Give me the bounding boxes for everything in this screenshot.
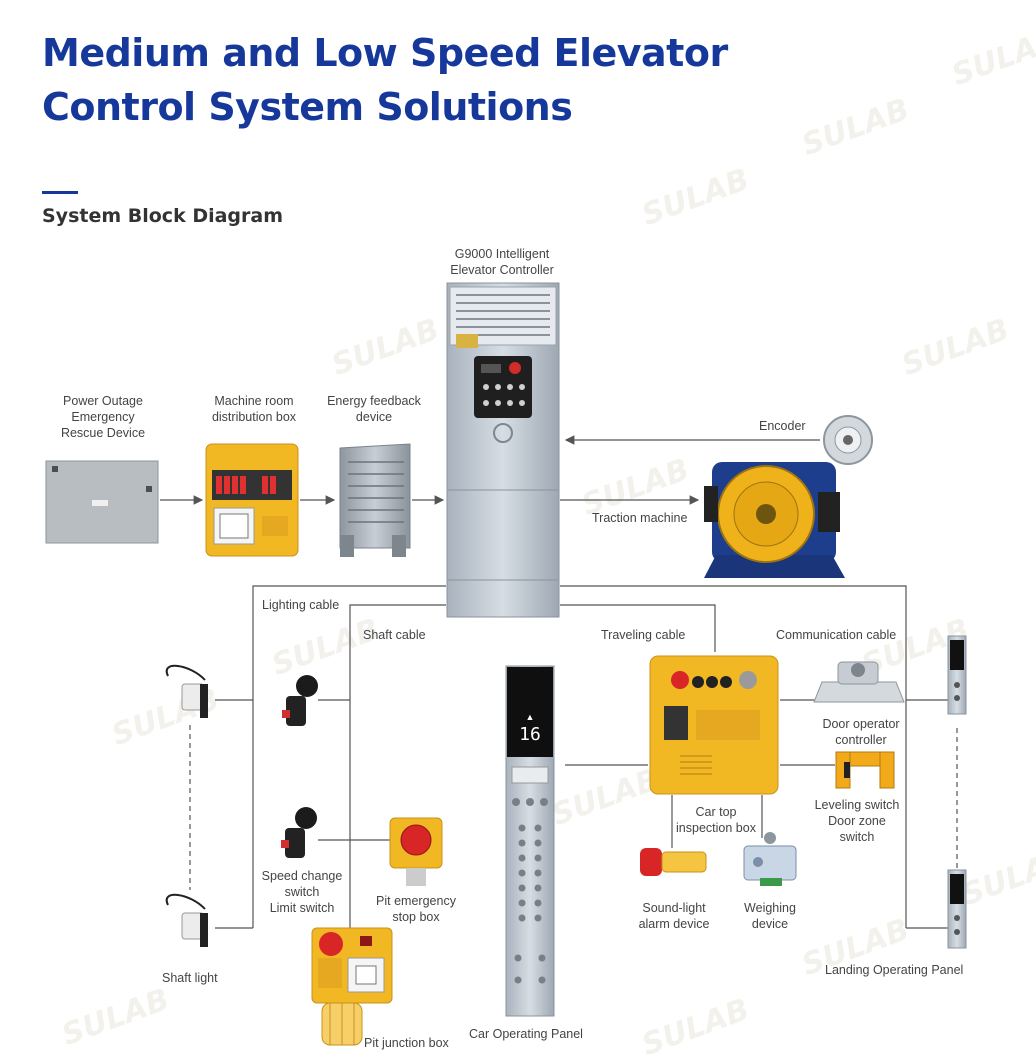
label-weighing-device: Weighing device [744,901,796,931]
label-leveling-switch: Leveling switch Door zone switch [814,798,900,844]
page-title: Medium and Low Speed Elevator Control Sy… [42,26,728,134]
label-traction-machine: Traction machine [592,511,688,525]
weighing-device-illustration [743,832,797,886]
label-door-operator: Door operator controller [822,717,900,747]
traction-machine-illustration [704,462,845,578]
floor-indicator: 16 [519,724,541,745]
controller-cabinet-illustration [446,282,560,618]
pit-junction-box-illustration [311,927,393,1046]
label-traveling-cable: Traveling cable [601,628,686,642]
encoder-illustration [823,415,873,465]
label-energy-feedback: Energy feedback device [327,394,421,424]
sound-light-alarm-illustration [640,848,707,876]
direction-indicator: ▲ [525,712,535,722]
landing-panel-illustration [947,635,967,949]
label-lighting-cable: Lighting cable [262,598,340,612]
rescue-device-illustration [45,460,159,544]
label-communication-cable: Communication cable [776,628,897,642]
label-shaft-light: Shaft light [162,971,218,985]
label-pit-stop-box: Pit emergency stop box [376,894,456,924]
label-sound-light-alarm: Sound-light alarm device [638,901,710,931]
label-controller: G9000 Intelligent Elevator Controller [450,247,554,277]
label-shaft-cable: Shaft cable [363,628,426,642]
connection-lines [160,435,948,930]
pit-stop-box-illustration [389,817,443,886]
title-rule [42,191,78,194]
label-speed-change-switch: Speed change switch Limit switch [261,869,343,915]
door-operator-illustration [813,661,905,703]
title-line-1: Medium and Low Speed Elevator [42,31,728,75]
car-operating-panel-illustration [505,665,555,1017]
label-landing-panel: Landing Operating Panel [825,963,964,977]
distribution-box-illustration [205,443,299,557]
label-car-top-box: Car top inspection box [676,805,756,835]
label-distribution-box: Machine room distribution box [211,394,297,424]
car-top-box-illustration [649,655,779,795]
title-line-2: Control System Solutions [42,85,573,129]
limit-switch-illustration [281,675,318,858]
label-encoder: Encoder [759,419,806,433]
leveling-switch-illustration [835,751,895,789]
energy-feedback-illustration [339,443,411,557]
label-car-panel: Car Operating Panel [469,1027,583,1041]
label-pit-junction-box: Pit junction box [364,1036,449,1050]
section-title: System Block Diagram [42,205,284,227]
label-power-outage: Power Outage Emergency Rescue Device [60,394,146,440]
shaft-light-illustration [165,664,208,947]
